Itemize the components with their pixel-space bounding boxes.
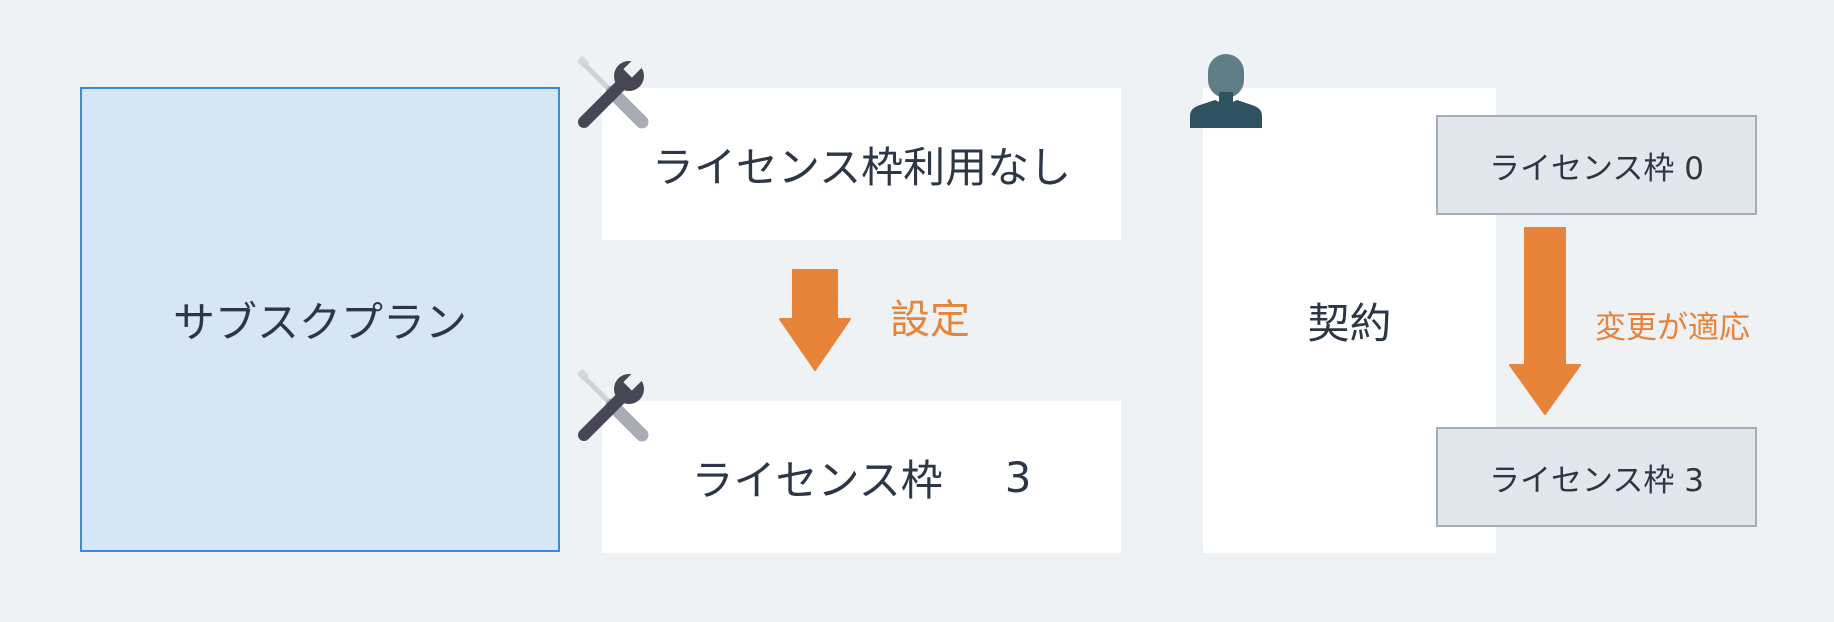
down-arrow-shape (779, 269, 851, 371)
down-arrow-shape (1509, 227, 1581, 415)
subscription-plan-label: サブスクプラン (172, 298, 467, 347)
wrench-screwdriver-icon (577, 369, 649, 442)
wrench-shape (578, 56, 645, 128)
contract-after-label: ライセンス枠 3 (1489, 462, 1704, 499)
contract-before-box: ライセンス枠 0 (1436, 115, 1757, 215)
setting-after-label: ライセンス枠 (691, 455, 943, 505)
wrench-screwdriver-icon (577, 56, 649, 129)
contract-label: 契約 (1307, 299, 1392, 348)
wrench-shape (578, 369, 645, 441)
setting-before-box: ライセンス枠利用なし (602, 88, 1121, 240)
contract-before-label: ライセンス枠 0 (1489, 150, 1704, 187)
person-icon (1190, 54, 1262, 128)
setting-before-label: ライセンス枠利用なし (651, 142, 1072, 192)
apply-action-label: 変更が適応 (1595, 310, 1750, 346)
setting-after-box: ライセンス枠 3 (602, 401, 1121, 553)
setting-after-value: 3 (1004, 452, 1032, 502)
subscription-plan-box: サブスクプラン (80, 87, 560, 552)
contract-after-box: ライセンス枠 3 (1436, 427, 1757, 527)
setting-action-label: 設定 (890, 297, 970, 343)
